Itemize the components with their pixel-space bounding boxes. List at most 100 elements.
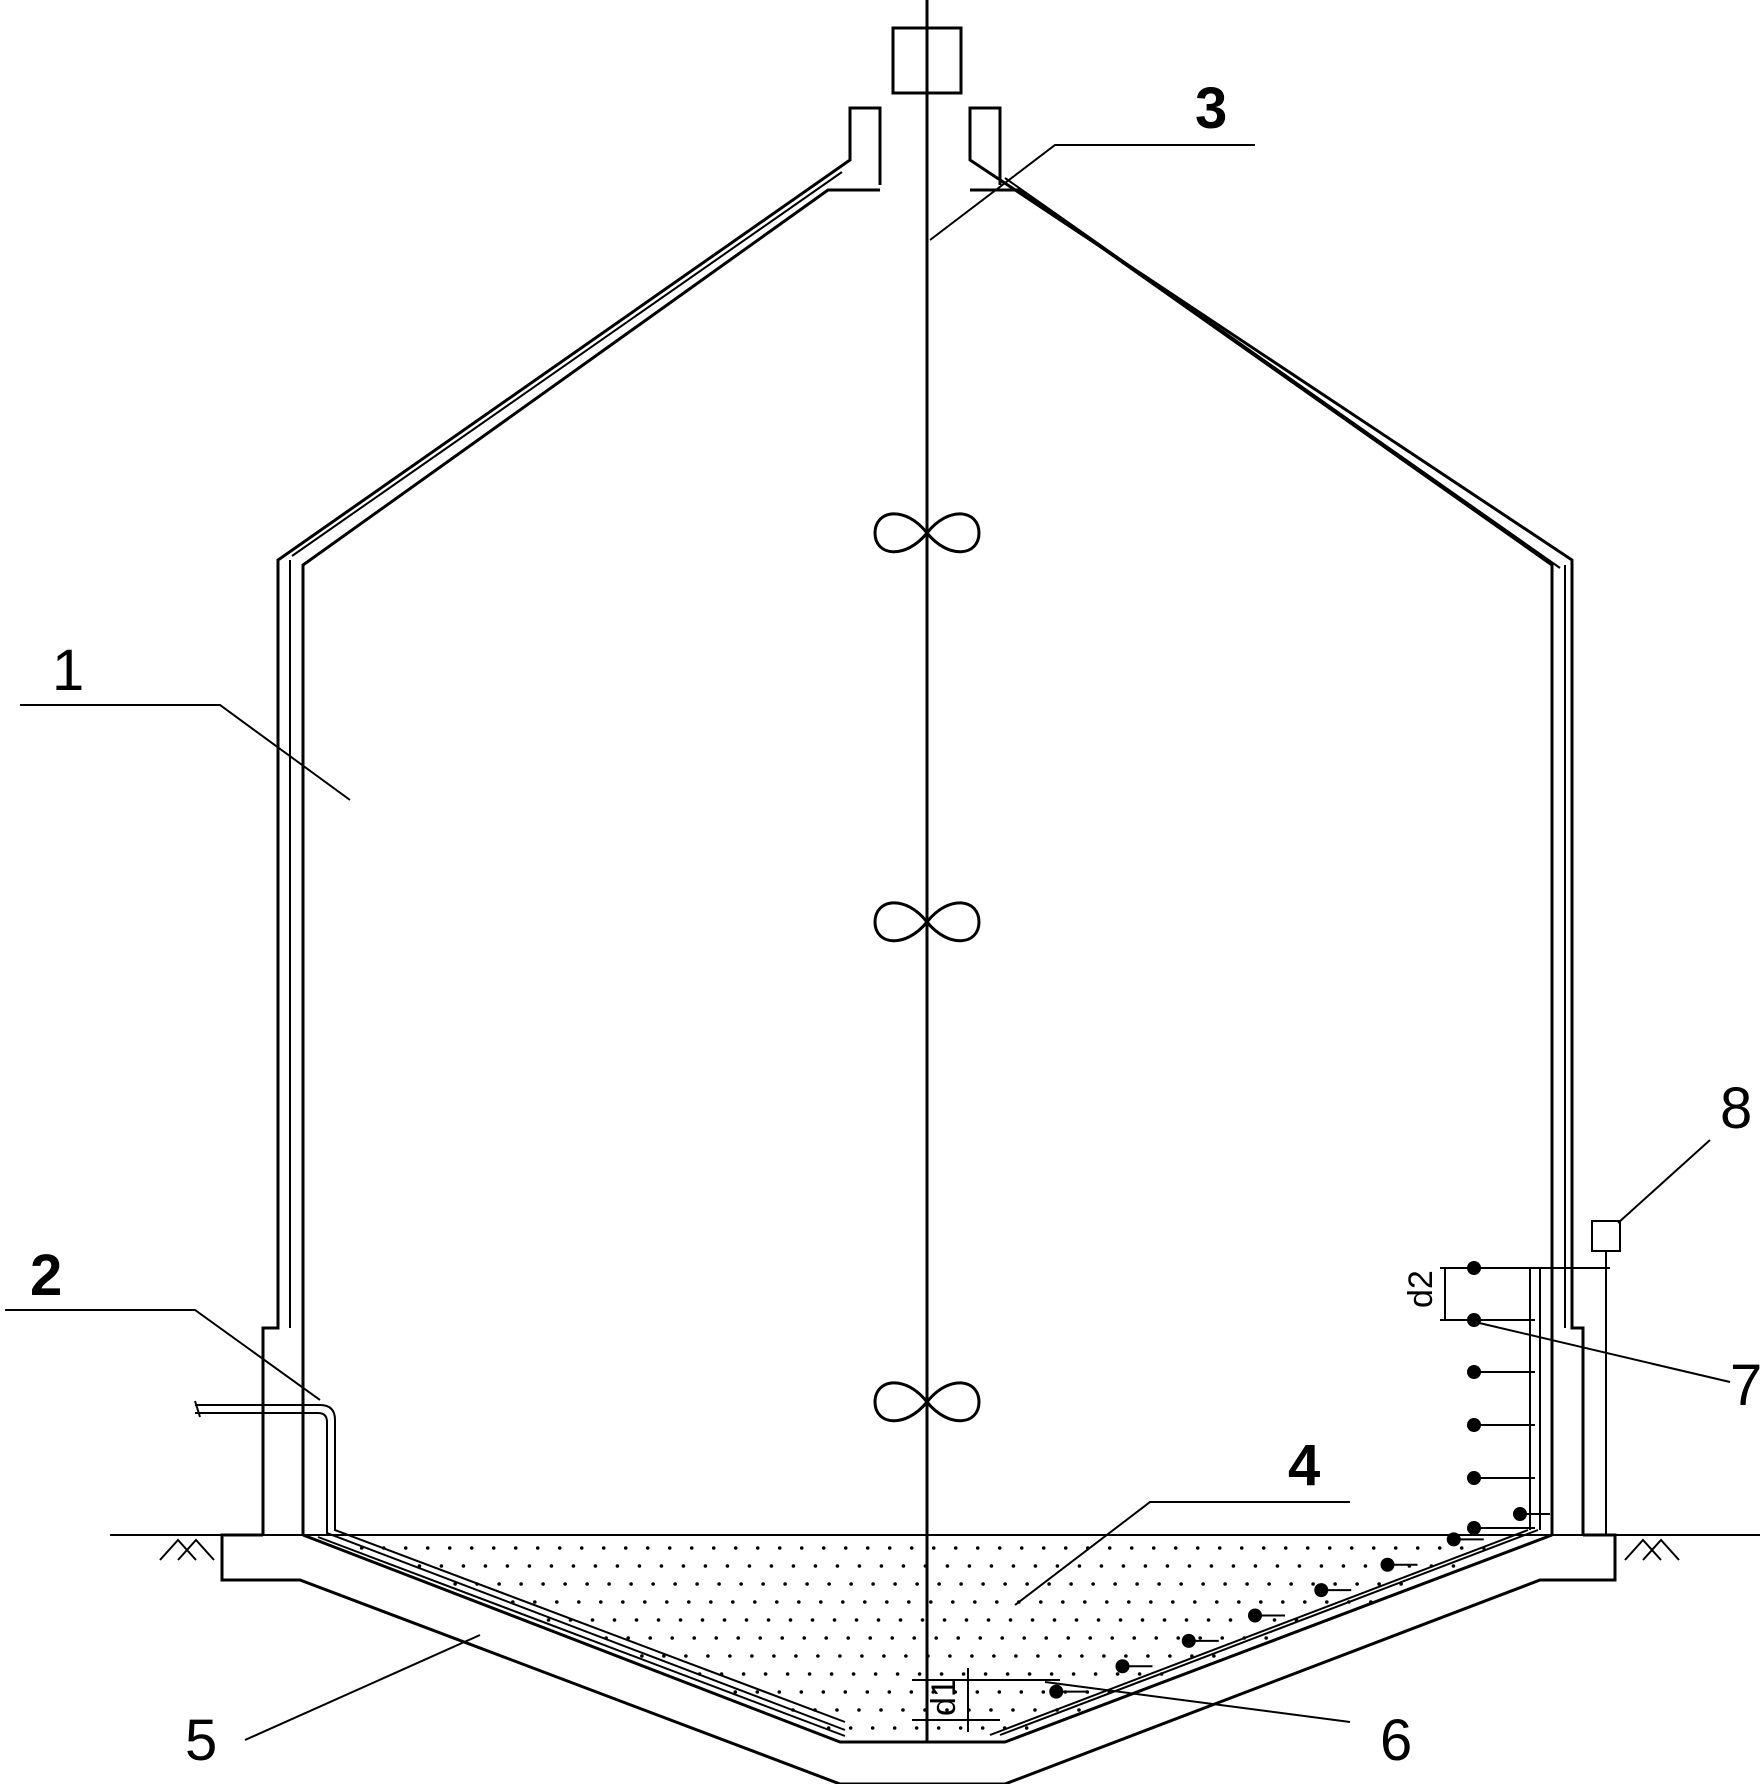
label-4: 4 [1288,1433,1320,1498]
sediment-dot [656,1618,661,1622]
sediment-dot [761,1582,765,1586]
sediment-dot [846,1636,851,1640]
sediment-dot [711,1546,716,1550]
sediment-dot [797,1600,801,1604]
sediment-dot [1036,1654,1040,1658]
aerator-nozzle [1467,1521,1481,1535]
sediment-dot [1377,1582,1381,1586]
sediment-dot [819,1600,823,1604]
sediment-dot [1193,1600,1197,1604]
sediment-dot [892,1726,897,1730]
sediment-dot [585,1582,589,1586]
label-3: 3 [1195,76,1227,141]
leader-3 [929,144,1255,241]
sediment-dot [1151,1546,1156,1550]
aerator-nozzle [1467,1365,1481,1379]
sediment-dot [1077,1708,1081,1712]
sediment-dot [461,1564,466,1568]
sediment-dot [1157,1582,1161,1586]
sediment-dot [780,1636,785,1640]
sediment-dot [975,1690,980,1694]
sediment-dot [739,1582,743,1586]
sediment-dot [917,1672,922,1676]
sediment-dot [857,1564,862,1568]
sediment-dot [1011,1564,1016,1568]
sediment-dot [1107,1546,1112,1550]
sediment-dot [887,1546,892,1550]
sediment-dot [695,1582,699,1586]
sediment-dot [1237,1600,1241,1604]
sediment-dot [766,1618,771,1622]
sediment-dot [505,1564,510,1568]
sediment-dot [579,1546,584,1550]
sediment-dot [1179,1582,1183,1586]
sediment-dot [1228,1618,1233,1622]
sediment-dot [549,1564,554,1568]
sediment-dot [1005,1672,1010,1676]
sediment-dot [1003,1582,1007,1586]
leader-7 [1474,1321,1731,1383]
sediment-dot [895,1672,900,1676]
sediment-dot [1143,1564,1148,1568]
sediment-dot [747,1564,752,1568]
sediment-dot [607,1582,611,1586]
sediment-dot [1176,1636,1181,1640]
ground-hatch-right [1624,1538,1680,1561]
bottom-aerator-nozzle [1248,1608,1262,1623]
sediment-dot [621,1600,625,1604]
sediment-dot [997,1690,1002,1694]
sediment-dot [995,1600,999,1604]
leader-lines [5,144,1731,1741]
sediment-dot [755,1690,760,1694]
sediment-dot [1041,1690,1046,1694]
sediment-dot [1215,1600,1219,1604]
bottom-aerator-nozzle [1115,1659,1130,1674]
sediment-dot [879,1708,883,1712]
sediment-dot [1041,1546,1046,1550]
sediment-dot [637,1564,642,1568]
sediment-dot [829,1672,834,1676]
sediment-dot [1341,1564,1346,1568]
sediment-dot [813,1564,818,1568]
sediment-dot [673,1582,677,1586]
sediment-dot [753,1600,757,1604]
sediment-dot [1259,1600,1263,1604]
sediment-dot [1127,1600,1131,1604]
sediment-dot [1371,1546,1376,1550]
sediment-dot [931,1546,936,1550]
sediment-dot [785,1672,790,1676]
sediment-dot [929,1600,933,1604]
sediment-dot [876,1618,881,1622]
bottom-aerator-nozzle [1181,1633,1196,1648]
sediment-dot [763,1672,768,1676]
sediment-dot [722,1618,727,1622]
sediment-dot [1129,1546,1134,1550]
sediment-dot [1093,1672,1098,1676]
leader-1 [20,704,351,801]
foundation [220,1533,1617,1784]
sediment-dot [626,1636,631,1640]
sediment-dot [1319,1564,1324,1568]
sediment-dot [733,1546,738,1550]
sediment-dot [865,1546,870,1550]
sediment-dot [1049,1672,1054,1676]
sediment-dot [1066,1636,1071,1640]
sediment-dot [1025,1582,1029,1586]
label-8: 8 [1720,1076,1752,1141]
sediment-dot [1019,1546,1024,1550]
sediment-dot [563,1582,567,1586]
sediment-dot [527,1564,532,1568]
label-6: 6 [1380,1708,1412,1773]
sediment-dot [799,1546,804,1550]
sediment-dot [1077,1564,1082,1568]
sediment-dot [1239,1546,1244,1550]
sediment-dot [1011,1708,1015,1712]
bottom-aerator-nozzle [1513,1507,1527,1521]
sediment-dot [794,1654,798,1658]
sediment-dot [1459,1546,1464,1550]
sediment-dot [643,1600,647,1604]
sediment-dot [1209,1564,1214,1568]
sediment-dot [1024,1726,1029,1730]
sediment-dot [665,1600,669,1604]
sediment-dot [951,1600,955,1604]
